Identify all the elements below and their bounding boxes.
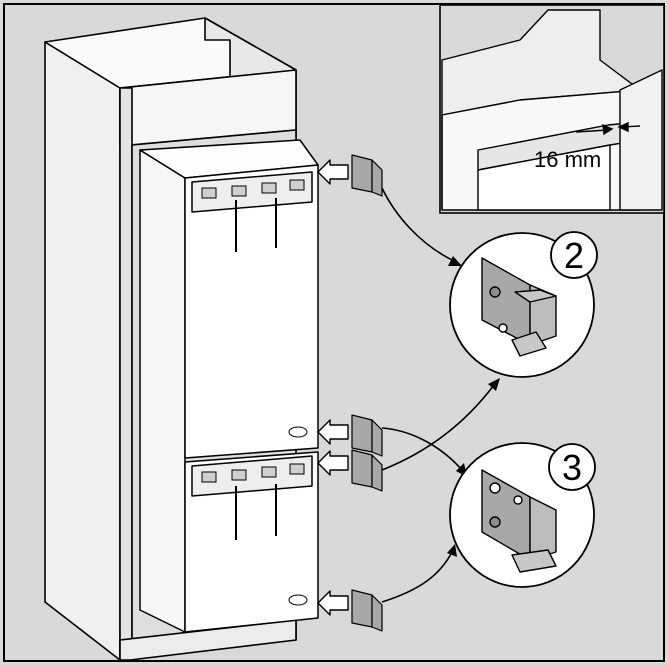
arrow-mid-2 [317,450,349,476]
leader-mid2-to-2 [381,384,495,471]
frame-border [3,3,665,662]
fitting [289,463,305,475]
hinge-hole [288,426,308,438]
cabinet-front-pillar [119,87,133,661]
leader-arrows [381,187,495,603]
leader-arrowheads [447,256,500,557]
arrow-top [317,159,349,185]
inset-detail: 16 mm [439,4,665,214]
lower-fittings [201,463,305,540]
bracket-small-top [351,154,383,197]
badge-2: 2 [550,231,598,279]
fitting [289,179,305,191]
fitting [231,469,247,481]
inset-appliance-front [477,144,611,211]
hinge-holes [288,426,308,606]
bracket-large-2 [481,257,557,357]
arrow-bottom [317,590,349,616]
upper-fittings [201,179,305,252]
fridge-top-hinge-strip [191,171,313,213]
fitting [261,466,277,478]
fridge-appliance [139,139,319,633]
cabinet-left-side [44,41,121,661]
insert-arrows [317,159,349,616]
hinge-hole [288,594,308,606]
brackets-small [351,154,383,632]
fitting [261,182,277,194]
bracket-small-bottom [351,589,383,632]
fridge-lower-compartment [184,451,319,633]
inset-dimension [575,121,641,136]
leader-bottom-to-3 [381,551,453,603]
fridge-side [139,149,186,633]
fridge-mid-hinge-strip [191,455,313,497]
fitting [231,185,247,197]
badge-3: 3 [548,443,596,491]
leader-top-to-2 [381,187,457,263]
bracket-small-mid-2 [351,449,383,492]
leader-mid1-to-3 [381,427,463,471]
bracket-large-3 [481,469,557,573]
fitting [201,471,217,483]
callout-number-2: 2 [564,235,584,276]
measurement-label: 16 mm [534,147,601,172]
bracket-small-mid-1 [351,414,383,457]
fridge-upper-compartment [184,164,319,459]
fitting [201,187,217,199]
arrow-mid-1 [317,419,349,445]
callout-number-3: 3 [562,447,582,488]
inset-right-panel [619,69,663,211]
